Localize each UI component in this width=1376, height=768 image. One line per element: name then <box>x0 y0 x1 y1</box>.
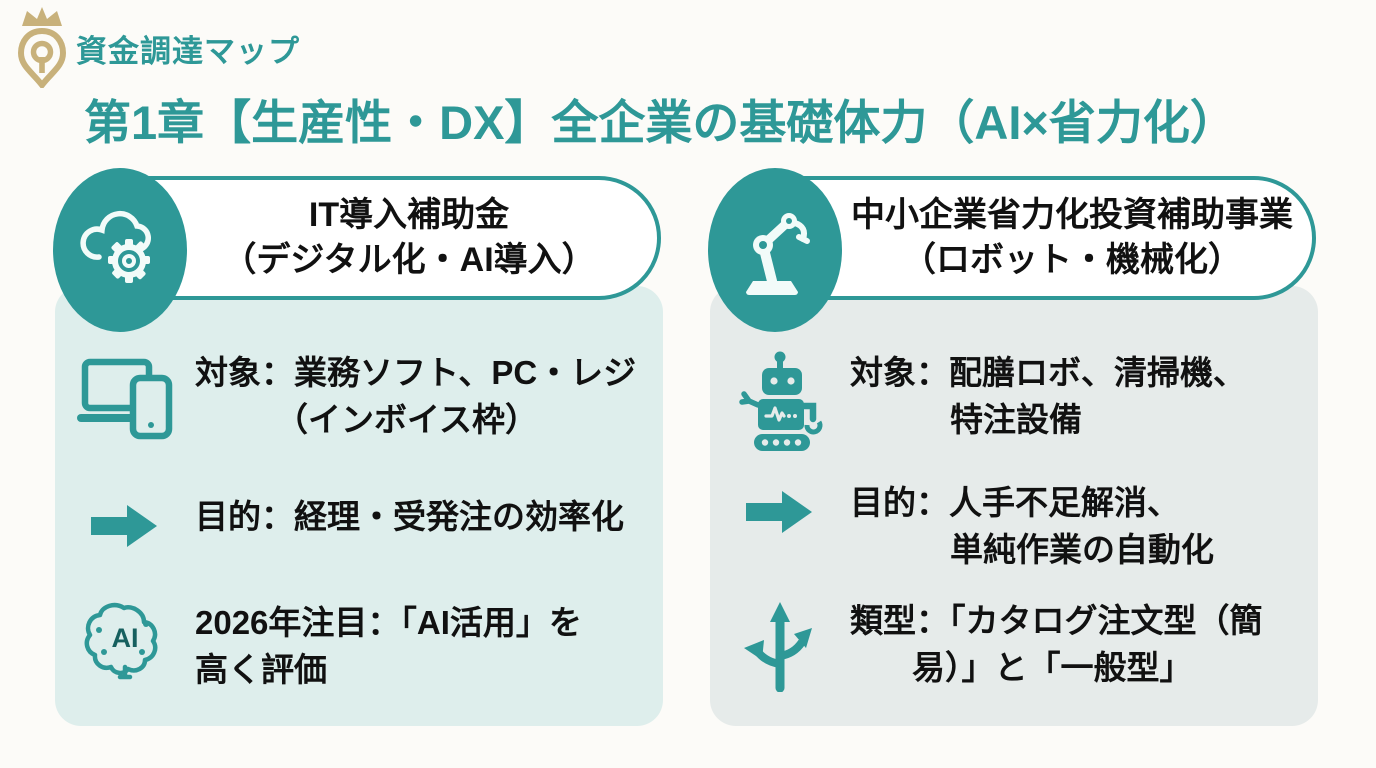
branch-arrows-icon <box>724 598 836 692</box>
brand-name: 資金調達マップ <box>76 34 300 69</box>
card-title: IT導入補助金 <box>308 196 510 235</box>
row-2026-focus: AI 2026年注目：「AI活用」を 高く評価 <box>69 600 653 694</box>
row-purpose-line1: 目的：経理・受発注の効率化 <box>195 498 624 535</box>
cloud-gear-icon <box>53 168 187 332</box>
row-purpose-line1: 目的：人手不足解消、 <box>850 484 1180 521</box>
robot-icon <box>724 350 836 454</box>
row-target-line2: 特注設備 <box>950 400 1082 438</box>
row-2026-line1: 2026年注目：「AI活用」を <box>195 604 582 641</box>
row-types-line2: 易）」と「一般型」 <box>912 648 1193 686</box>
row-target-line1: 対象：配膳ロボ、清掃機、 <box>850 354 1246 391</box>
robot-arm-icon <box>708 168 842 332</box>
row-target: 対象：配膳ロボ、清掃機、 特注設備 <box>724 350 1308 454</box>
card-subtitle: （デジタル化・AI導入） <box>222 241 596 279</box>
row-purpose: 目的：人手不足解消、 単純作業の自動化 <box>724 480 1308 574</box>
row-target-line2: （インボイス枠） <box>275 400 539 438</box>
page-title: 第1章【生産性・DX】全企業の基礎体力（AI×省力化） <box>84 96 1237 149</box>
ai-brain-icon: AI <box>69 600 181 692</box>
svg-text:AI: AI <box>112 623 139 653</box>
devices-icon <box>69 350 181 442</box>
card-title: 中小企業省力化投資補助事業 <box>851 196 1293 235</box>
card-subtitle: （ロボット・機械化） <box>902 241 1242 279</box>
card-it-subsidy: IT導入補助金 （デジタル化・AI導入） <box>53 168 663 728</box>
row-types-line1: 類型：「カタログ注文型（簡 <box>850 602 1263 639</box>
row-target: 対象：業務ソフト、PC・レジ （インボイス枠） <box>69 350 653 444</box>
arrow-right-icon <box>69 502 181 550</box>
row-purpose-line2: 単純作業の自動化 <box>950 530 1214 568</box>
arrow-right-icon <box>724 488 836 536</box>
row-2026-line2: 高く評価 <box>195 650 327 688</box>
row-types: 類型：「カタログ注文型（簡 易）」と「一般型」 <box>724 598 1308 692</box>
crown-pin-logo-icon <box>14 4 70 90</box>
row-target-line1: 対象：業務ソフト、PC・レジ <box>195 354 637 391</box>
card-shoryokuka-body <box>710 286 1318 726</box>
row-purpose: 目的：経理・受発注の効率化 <box>69 494 653 550</box>
card-shoryokuka-subsidy: 中小企業省力化投資補助事業 （ロボット・機械化） <box>708 168 1318 728</box>
